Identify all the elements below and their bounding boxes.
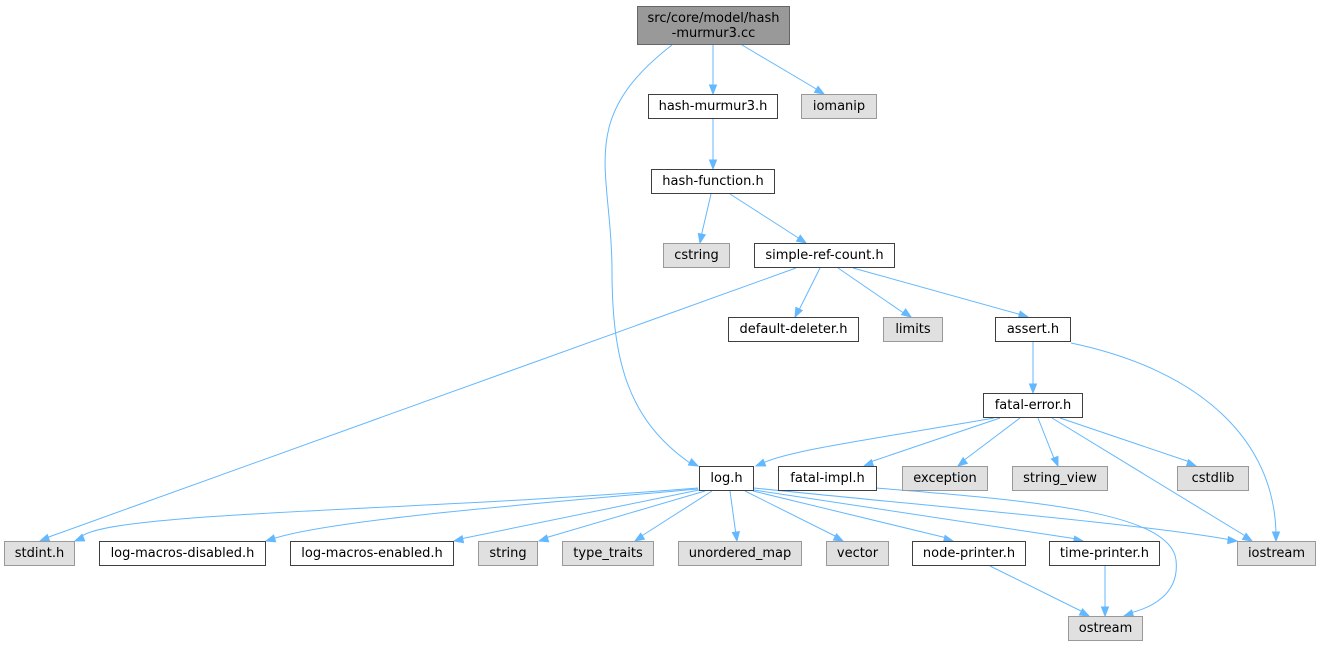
- arrowhead-assert-to-fatal-error: [1028, 383, 1038, 395]
- node-vector: vector: [826, 541, 889, 566]
- node-stdint-h: stdint.h: [4, 541, 75, 566]
- node-cstring: cstring: [663, 243, 730, 268]
- arrowhead-simple-ref-count-to-default-deleter: [794, 306, 804, 319]
- edge-node-printer-to-ostream: [989, 565, 1084, 613]
- node-limits: limits: [883, 317, 943, 342]
- node-time-printer-h[interactable]: time-printer.h: [1049, 541, 1160, 566]
- node-unordered-map: unordered_map: [678, 541, 802, 566]
- edge-log-to-log-macros-disabled: [271, 488, 699, 540]
- edge-hash-function-to-cstring: [700, 193, 712, 238]
- arrowhead-root-to-log: [687, 457, 700, 467]
- edge-hash-function-to-simple-ref-count: [729, 193, 801, 240]
- node-default-deleter-h[interactable]: default-deleter.h: [728, 317, 859, 342]
- root-file-label-line2: -murmur3.cc: [671, 25, 756, 41]
- arrowhead-log-to-type-traits: [633, 532, 646, 542]
- node-string-view: string_view: [1012, 466, 1108, 491]
- edge-log-to-type-traits: [639, 490, 713, 538]
- edge-fatal-error-to-fatal-impl: [869, 417, 1001, 463]
- arrowhead-hash-function-to-cstring: [697, 232, 707, 245]
- edge-simple-ref-count-to-stdint: [45, 267, 797, 539]
- arrowhead-assert-to-iostream: [1271, 531, 1281, 543]
- node-exception: exception: [902, 466, 988, 491]
- edge-root-to-iomanip: [741, 44, 819, 91]
- arrowhead-simple-ref-count-to-limits: [900, 308, 913, 318]
- node-node-printer-h[interactable]: node-printer.h: [912, 541, 1026, 566]
- arrowhead-fatal-error-to-log: [754, 458, 767, 467]
- edge-log-to-time-printer: [753, 489, 1078, 540]
- arrowhead-hash-murmur3-to-hash-function: [708, 159, 718, 171]
- node-log-macros-enabled-h[interactable]: log-macros-enabled.h: [290, 541, 454, 566]
- arrowhead-root-to-iomanip: [813, 85, 826, 95]
- arrowhead-log-to-log-macros-enabled: [452, 534, 465, 544]
- node-cstdlib: cstdlib: [1177, 466, 1249, 491]
- edge-log-to-node-printer: [752, 490, 948, 539]
- arrowhead-log-to-vector: [832, 532, 845, 542]
- root-file-label-line1: src/core/model/hash: [647, 10, 780, 26]
- arrowhead-fatal-error-to-string-view: [1050, 455, 1059, 468]
- node-log-macros-disabled-h[interactable]: log-macros-disabled.h: [99, 541, 266, 566]
- root-file-node: src/core/model/hash -murmur3.cc: [637, 6, 790, 45]
- arrowhead-log-to-string: [537, 534, 550, 543]
- edge-log-to-iostream: [753, 487, 1232, 541]
- node-assert-h[interactable]: assert.h: [995, 317, 1071, 342]
- edge-log-to-log-macros-enabled: [459, 489, 700, 540]
- arrowhead-root-to-hash-murmur3: [708, 84, 718, 96]
- node-type-traits: type_traits: [562, 541, 654, 566]
- arrowhead-fatal-error-to-iostream: [1241, 532, 1254, 542]
- arrowhead-node-printer-to-ostream: [1078, 607, 1091, 617]
- edge-simple-ref-count-to-limits: [837, 267, 906, 315]
- edge-fatal-error-to-iostream: [1051, 417, 1248, 538]
- edge-root-to-log: [604, 44, 691, 464]
- arrowhead-hash-function-to-simple-ref-count: [795, 234, 808, 244]
- node-ostream: ostream: [1068, 616, 1143, 641]
- node-hash-murmur3-h[interactable]: hash-murmur3.h: [648, 94, 778, 119]
- node-fatal-error-h[interactable]: fatal-error.h: [983, 393, 1083, 418]
- arrowhead-log-to-stdint: [73, 533, 86, 542]
- edge-log-to-unordered-map: [729, 490, 737, 536]
- node-simple-ref-count-h[interactable]: simple-ref-count.h: [754, 243, 895, 268]
- edge-log-to-string: [544, 490, 706, 539]
- edge-fatal-impl-to-ostream: [875, 487, 1177, 614]
- arrowhead-time-printer-to-ostream: [1100, 606, 1110, 618]
- edge-log-to-vector: [744, 490, 838, 538]
- node-iomanip: iomanip: [801, 94, 877, 119]
- node-fatal-impl-h[interactable]: fatal-impl.h: [778, 466, 877, 491]
- arrowhead-fatal-error-to-exception: [956, 456, 969, 467]
- arrowhead-log-to-unordered-map: [731, 531, 740, 543]
- node-iostream: iostream: [1237, 541, 1316, 566]
- edge-fatal-error-to-log: [762, 417, 995, 464]
- edge-simple-ref-count-to-default-deleter: [797, 267, 821, 313]
- node-log-h[interactable]: log.h: [699, 466, 754, 491]
- edge-fatal-error-to-cstdlib: [1059, 417, 1191, 463]
- edge-log-to-stdint: [79, 487, 699, 539]
- edge-simple-ref-count-to-assert: [852, 267, 1023, 316]
- edge-assert-to-iostream: [1070, 342, 1277, 536]
- arrowhead-log-to-log-macros-disabled: [264, 534, 277, 543]
- node-string: string: [478, 541, 538, 566]
- arrowhead-log-to-iostream: [1227, 535, 1239, 545]
- edge-fatal-error-to-exception: [962, 417, 1021, 462]
- edge-fatal-error-to-string-view: [1037, 417, 1056, 462]
- node-hash-function-h[interactable]: hash-function.h: [651, 169, 775, 194]
